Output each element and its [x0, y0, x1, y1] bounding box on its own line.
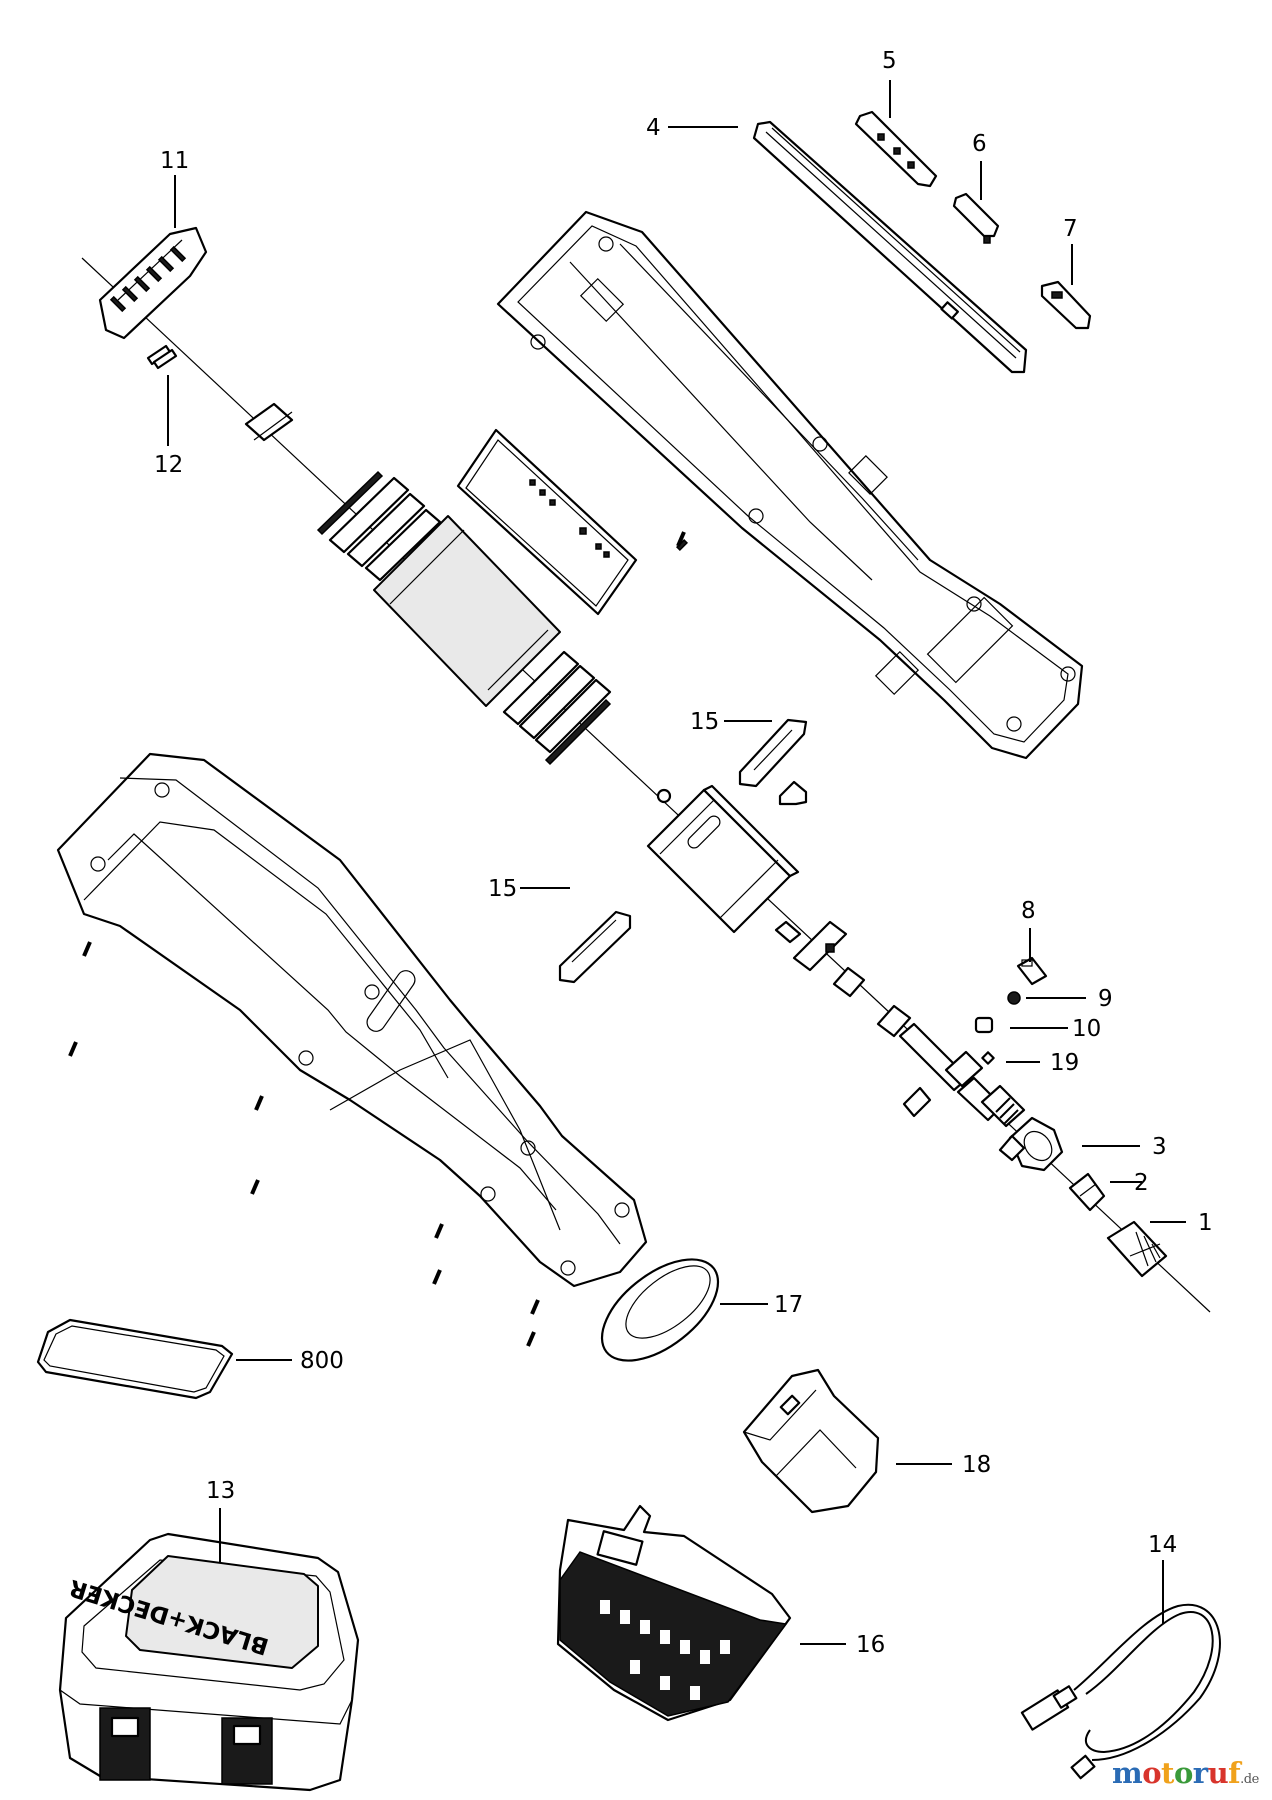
callout-19: 19: [1050, 1050, 1079, 1076]
part-12-screw: [146, 344, 178, 370]
callout-13: 13: [206, 1478, 235, 1504]
part-9-spring: [1007, 991, 1021, 1005]
part-11-end-cap: [98, 226, 208, 340]
watermark-letter: u: [1207, 1756, 1229, 1790]
watermark-letter: r: [1192, 1756, 1208, 1790]
part-5-clip: [854, 110, 938, 188]
part-4-rail: [752, 120, 1028, 374]
callout-6: 6: [972, 131, 987, 157]
tray-bit-slots: [600, 1600, 730, 1700]
housing-screw: [530, 1299, 540, 1315]
callout-18: 18: [962, 1452, 991, 1478]
watermark-letter: o: [1173, 1756, 1193, 1790]
housing-screws: [68, 531, 686, 1347]
housing-screw: [250, 1179, 260, 1195]
knurl-pattern: [1129, 1231, 1161, 1267]
part-15-brush-upper: [738, 718, 808, 788]
part-800-gasket: [36, 1318, 234, 1400]
callout-11: 11: [160, 148, 189, 174]
callout-15-lower: 15: [488, 876, 517, 902]
pcb-board: [456, 428, 689, 616]
callout-1: 1: [1198, 1210, 1213, 1236]
callout-3: 3: [1152, 1134, 1167, 1160]
motoruf-watermark: motoruf.de: [1112, 1756, 1259, 1790]
callout-16: 16: [856, 1632, 885, 1658]
part-14-usb-cable: [1020, 1603, 1221, 1780]
part-6-slider: [952, 192, 1000, 244]
part-3-collar: [998, 1116, 1064, 1172]
callout-4: 4: [646, 115, 661, 141]
housing-screw: [254, 1095, 264, 1111]
motor: [646, 784, 802, 944]
brush-holder-small: [778, 780, 808, 806]
callout-8: 8: [1021, 898, 1036, 924]
housing-screw: [82, 941, 92, 957]
part-7-switch: [1040, 280, 1092, 330]
part-16-accessory-tray: [556, 1504, 792, 1722]
part-8-button: [1016, 956, 1048, 986]
callout-labels: 4 5 6 7 11 12 15 15 8 9 10 19 3 2 1 17 8…: [154, 48, 1213, 1658]
connector-block: [244, 402, 294, 442]
part-17-ring: [600, 1258, 720, 1362]
battery-cells: [316, 470, 612, 766]
callout-10: 10: [1072, 1016, 1101, 1042]
watermark-letter: t: [1161, 1756, 1174, 1790]
callout-2: 2: [1134, 1170, 1149, 1196]
small-pin: [902, 1086, 932, 1118]
housing-screw: [434, 1223, 444, 1239]
spindle-shaft: [898, 1022, 1026, 1128]
callout-17: 17: [774, 1292, 803, 1318]
callout-800: 800: [300, 1348, 344, 1374]
fan-gear: [792, 920, 912, 1038]
watermark-letter: m: [1112, 1756, 1143, 1790]
watermark-letter: o: [1142, 1756, 1162, 1790]
callout-15-upper: 15: [690, 709, 719, 735]
housing-right-half: [496, 210, 1084, 760]
spindle-thread: [995, 1097, 1019, 1125]
callout-12: 12: [154, 452, 183, 478]
part-15-brush-lower: [558, 910, 632, 984]
watermark-text: motoruf: [1112, 1756, 1241, 1790]
part-1-collet-nut: [1106, 1220, 1168, 1278]
callout-5: 5: [882, 48, 897, 74]
watermark-suffix: .de: [1240, 1772, 1259, 1787]
part-13-carry-case: BLACK+DECKER: [58, 1532, 360, 1792]
part-18-battery-pack: [742, 1368, 880, 1514]
leader-lines: [167, 80, 1186, 1645]
callout-14: 14: [1148, 1532, 1177, 1558]
part-2-collet: [1068, 1172, 1106, 1212]
part-10-lock-pin: [974, 1016, 994, 1034]
housing-screw: [432, 1269, 442, 1285]
housing-screw: [68, 1041, 78, 1057]
housing-screw: [676, 531, 686, 547]
callout-7: 7: [1063, 216, 1078, 242]
end-cap-vents: [109, 245, 187, 313]
housing-screw: [526, 1331, 536, 1347]
housing-left-half: [56, 752, 648, 1288]
watermark-letter: f: [1228, 1756, 1241, 1790]
callout-9: 9: [1098, 986, 1113, 1012]
part-19-washer: [981, 1051, 995, 1065]
